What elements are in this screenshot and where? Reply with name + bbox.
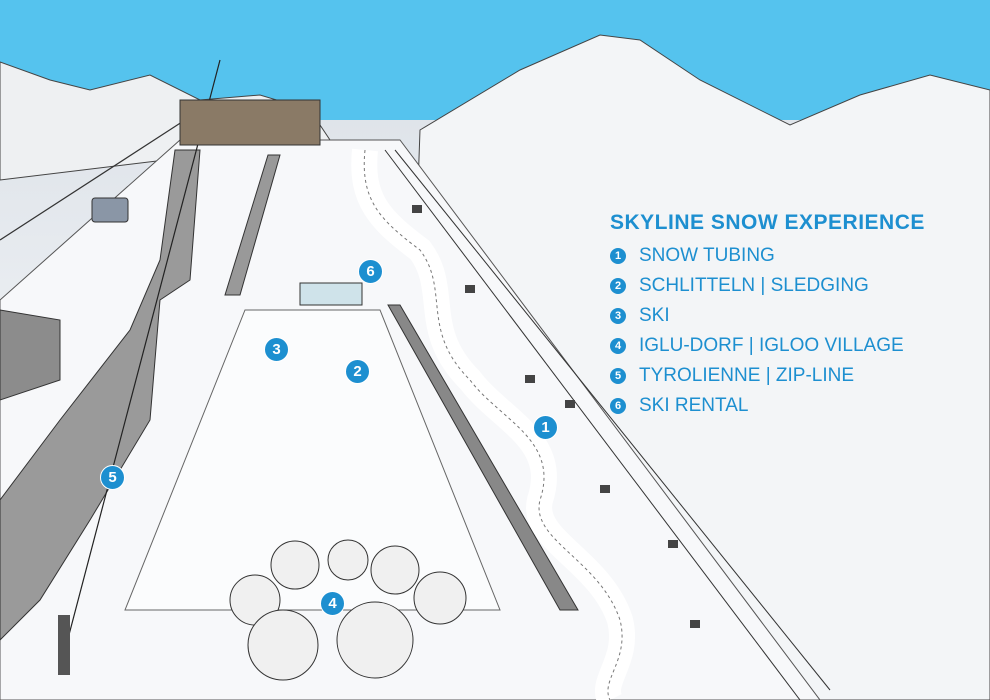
marker-zip-line[interactable]: 5	[100, 465, 125, 490]
marker-tubing[interactable]: 1	[533, 415, 558, 440]
marker-ski[interactable]: 3	[264, 337, 289, 362]
lift-tower	[58, 615, 70, 675]
ski-rental-tent	[299, 282, 363, 306]
legend-label: SKI	[639, 305, 670, 326]
chairlift-cable	[384, 149, 801, 700]
legend-item-sledging: 2 SCHLITTELN | SLEDGING	[610, 271, 925, 301]
marker-igloo-village[interactable]: 4	[320, 591, 345, 616]
conveyor-belt	[387, 304, 579, 611]
rock-left	[0, 309, 61, 401]
tubing-track	[351, 148, 635, 700]
sledging-run	[124, 309, 501, 611]
summit-station	[179, 99, 321, 146]
legend-title: SKYLINE SNOW EXPERIENCE	[610, 211, 925, 234]
legend-label: IGLU-DORF | IGLOO VILLAGE	[639, 335, 904, 356]
legend-item-ski: 3 SKI	[610, 301, 925, 331]
legend-item-snow-tubing: 1 SNOW TUBING	[610, 241, 925, 271]
number-badge: 3	[610, 308, 626, 324]
cable-car-cable	[0, 119, 186, 241]
legend-label: TYROLIENNE | ZIP-LINE	[639, 365, 855, 386]
number-badge: 4	[610, 338, 626, 354]
legend-label: SCHLITTELN | SLEDGING	[639, 275, 869, 296]
number-badge: 5	[610, 368, 626, 384]
legend: SKYLINE SNOW EXPERIENCE 1 SNOW TUBING 2 SC…	[610, 211, 925, 421]
rock-cliff	[0, 149, 201, 641]
legend-item-zip-line: 5 TYROLIENNE | ZIP-LINE	[610, 361, 925, 391]
number-badge: 6	[610, 398, 626, 414]
cable-car	[91, 197, 129, 223]
marker-sledging[interactable]: 2	[345, 359, 370, 384]
igloo-village	[229, 539, 467, 681]
legend-label: SNOW TUBING	[639, 245, 775, 266]
number-badge: 2	[610, 278, 626, 294]
legend-item-igloo-village: 4 IGLU-DORF | IGLOO VILLAGE	[610, 331, 925, 361]
legend-label: SKI RENTAL	[639, 395, 749, 416]
legend-item-ski-rental: 6 SKI RENTAL	[610, 391, 925, 421]
zip-line-cable	[64, 59, 221, 651]
upper-conveyor	[224, 154, 281, 296]
chairlift-chairs	[412, 205, 700, 628]
number-badge: 1	[610, 248, 626, 264]
marker-ski-rental[interactable]: 6	[358, 259, 383, 284]
